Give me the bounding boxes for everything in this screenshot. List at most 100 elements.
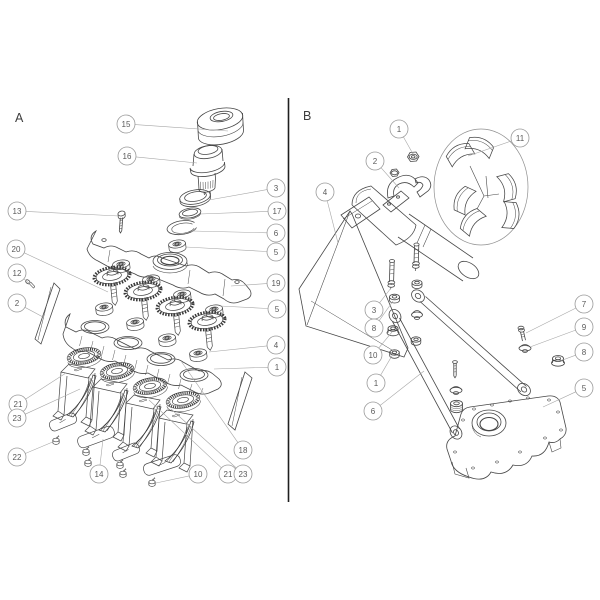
part-clamp (382, 174, 432, 213)
callout-number: 18 (239, 446, 248, 455)
callout-number: 5 (582, 384, 587, 393)
callout-4: 4 (208, 335, 286, 355)
detail-circle-paddles (433, 128, 529, 246)
part-upper-housing (86, 229, 252, 304)
view-a-label: A (15, 111, 24, 125)
callout-7: 7 (525, 294, 594, 334)
callout-number: 21 (224, 470, 233, 479)
part-mast-cylinder (351, 185, 417, 246)
callout-3: 3 (364, 287, 392, 320)
callout-17: 17 (199, 201, 287, 221)
part-spacer-ring (178, 207, 202, 220)
part-fin-blade (298, 210, 409, 358)
callout-12: 12 (7, 263, 31, 285)
callout-15: 15 (116, 114, 229, 134)
callout-number: 4 (323, 188, 328, 197)
callout-number: 16 (123, 152, 132, 161)
callout-1: 1 (213, 357, 287, 377)
part-seal-ring (179, 189, 211, 208)
callout-number: 2 (15, 299, 20, 308)
callout-number: 23 (239, 470, 248, 479)
callout-11: 11 (467, 128, 530, 157)
callout-2: 2 (7, 293, 44, 318)
callout-18: 18 (180, 360, 253, 460)
callout-number: 1 (275, 363, 280, 372)
part-hex-nut-top (407, 151, 420, 162)
callout-number: 7 (582, 300, 587, 309)
callout-21: 21 (8, 372, 67, 414)
callout-number: 22 (13, 453, 22, 462)
part-axle-tube (397, 213, 480, 282)
callout-number: 8 (372, 324, 377, 333)
callout-number: 21 (14, 400, 23, 409)
callout-6: 6 (363, 370, 425, 421)
callout-number: 2 (373, 157, 378, 166)
callout-16: 16 (117, 146, 198, 166)
callout-10: 10 (363, 331, 393, 365)
callout-number: 15 (122, 120, 131, 129)
callout-number: 20 (12, 245, 21, 254)
callout-number: 8 (582, 348, 587, 357)
view-a-drawing (25, 107, 253, 487)
callout-8: 8 (364, 300, 394, 338)
part-base-plates (47, 411, 183, 477)
callout-number: 14 (95, 470, 104, 479)
part-tie-rod-long (411, 289, 531, 397)
callout-23: 23 (170, 408, 253, 484)
callout-19: 19 (230, 273, 286, 293)
callout-number: 5 (274, 248, 279, 257)
callout-number: 12 (13, 269, 22, 278)
part-hub-discs (64, 343, 204, 416)
part-flanged-nut-8 (551, 355, 565, 367)
callout-3: 3 (208, 178, 286, 201)
callout-number: 9 (582, 323, 587, 332)
part-stud-bolts (387, 242, 420, 290)
callout-number: 1 (397, 125, 402, 134)
callout-number: 6 (274, 229, 279, 238)
part-screw (117, 210, 126, 234)
part-bearing-sleeve (189, 144, 226, 196)
callout-number: 17 (273, 207, 282, 216)
callout-1: 1 (366, 353, 394, 393)
part-gear-train (91, 263, 231, 355)
callout-number: 19 (272, 279, 281, 288)
callout-23: 23 (7, 388, 81, 428)
part-retaining-ring (166, 220, 197, 236)
callout-5: 5 (185, 242, 286, 262)
part-top-cap (196, 107, 244, 146)
callout-10: 10 (155, 464, 208, 484)
part-lower-housing (62, 312, 222, 395)
part-cap-9 (518, 344, 532, 353)
callout-number: 10 (369, 351, 378, 360)
view-b-drawing (298, 128, 567, 480)
callout-number: 13 (13, 207, 22, 216)
callout-number: 23 (13, 414, 22, 423)
callout-6: 6 (191, 223, 286, 243)
callout-5: 5 (542, 378, 594, 408)
view-b-label: B (303, 109, 311, 123)
callout-number: 10 (194, 470, 203, 479)
callout-number: 4 (274, 341, 279, 350)
callout-21: 21 (148, 399, 238, 484)
part-hex-nut-small (389, 168, 400, 177)
callout-5: 5 (219, 299, 287, 319)
callout-4: 4 (315, 182, 339, 244)
part-leg-brackets (52, 363, 195, 473)
part-bolt-7 (517, 325, 526, 342)
callout-1: 1 (389, 119, 414, 155)
callout-number: 3 (274, 184, 279, 193)
callout-14: 14 (89, 438, 109, 484)
callout-2: 2 (365, 151, 400, 189)
part-blade-left (34, 282, 61, 345)
callout-number: 5 (275, 305, 280, 314)
callout-22: 22 (7, 440, 56, 467)
callout-20: 20 (6, 239, 109, 293)
callout-number: 1 (374, 379, 379, 388)
part-bracket-plate (340, 196, 381, 229)
part-tie-rod-short (388, 308, 463, 440)
callout-number: 11 (516, 134, 525, 143)
callout-9: 9 (529, 317, 594, 348)
